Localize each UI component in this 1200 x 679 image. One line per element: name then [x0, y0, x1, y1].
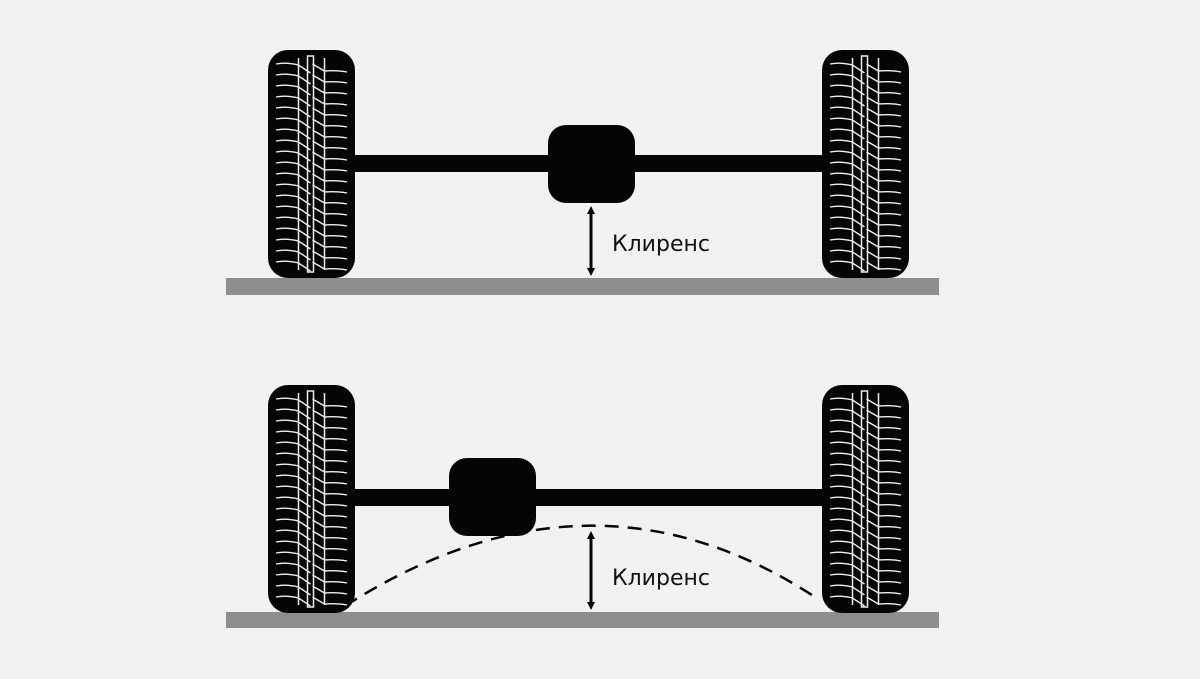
- left-wheel: [268, 385, 355, 613]
- tire: [268, 50, 355, 278]
- differential: [548, 125, 635, 203]
- tire: [822, 50, 909, 278]
- clearance-label: Клиренс: [612, 232, 710, 257]
- axle: [350, 489, 830, 506]
- ground: [226, 612, 939, 628]
- differential: [449, 458, 536, 536]
- right-wheel: [822, 385, 909, 613]
- geometric-clearance-arc: [344, 524, 816, 608]
- tire: [822, 385, 909, 613]
- bottom-axle-diagram: Клиренс: [226, 385, 939, 628]
- right-wheel: [822, 50, 909, 278]
- left-wheel: [268, 50, 355, 278]
- ground: [226, 278, 939, 295]
- tire: [268, 385, 355, 613]
- clearance-label: Клиренс: [612, 566, 710, 591]
- top-axle-diagram: Клиренс: [226, 50, 939, 295]
